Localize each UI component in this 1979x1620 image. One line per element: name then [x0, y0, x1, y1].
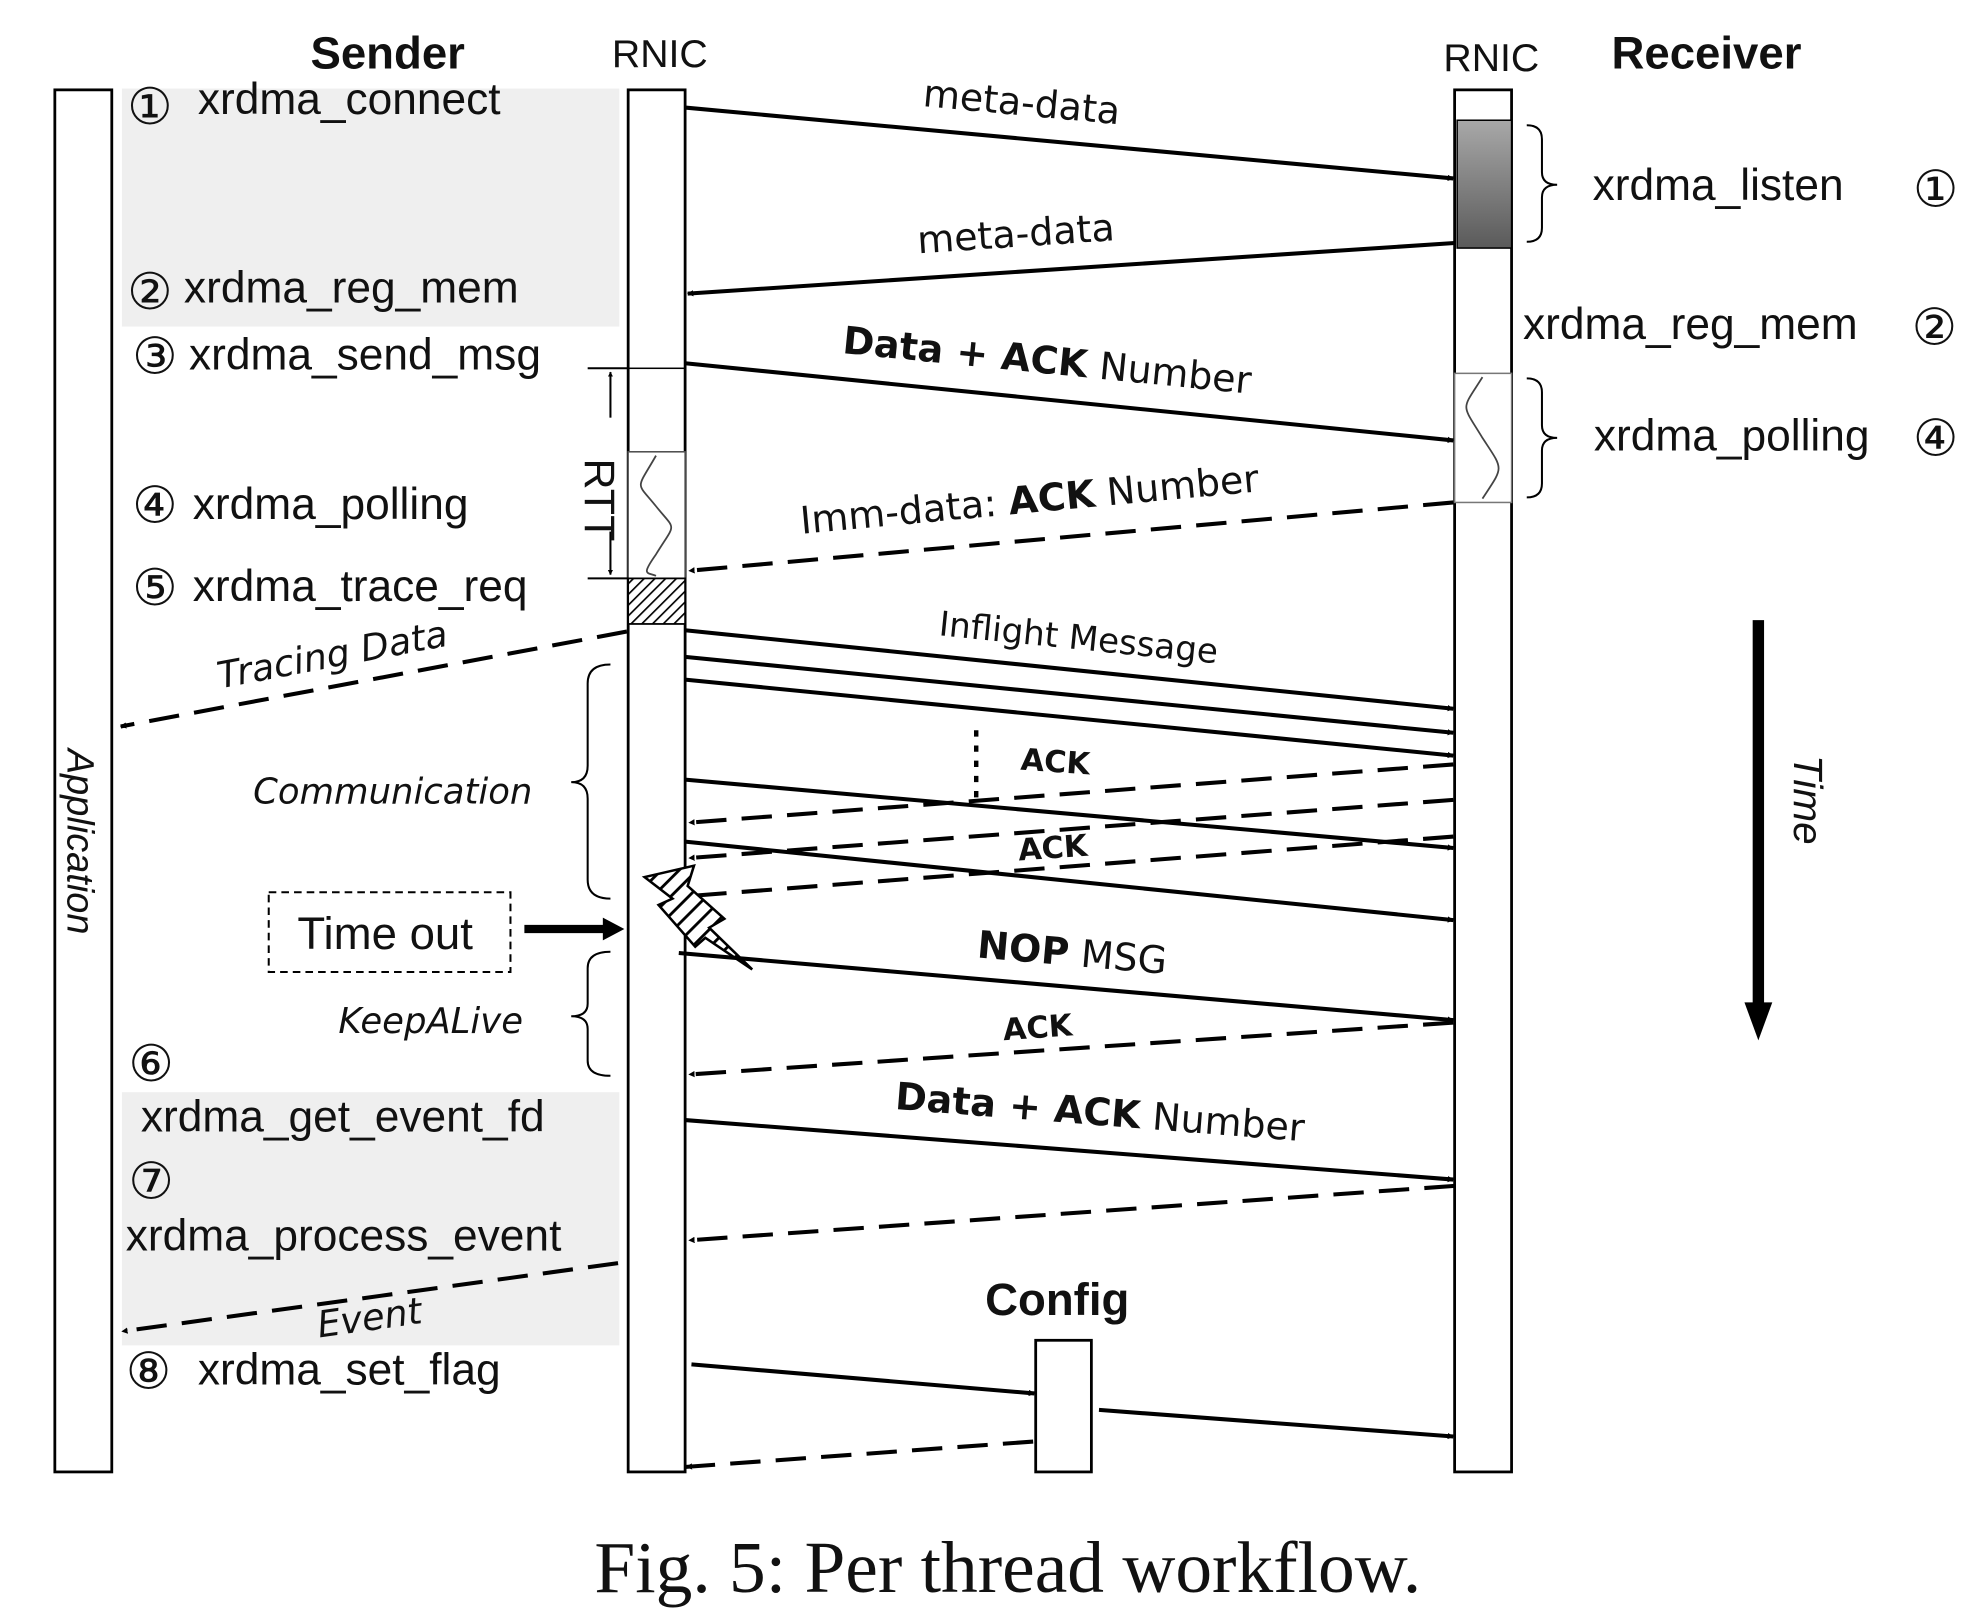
meta-data-label-2: meta-data: [916, 205, 1116, 262]
sender-step-4-num: ④: [132, 476, 177, 535]
receiver-step-2-num: ②: [1912, 297, 1957, 356]
event-shade: [121, 1092, 620, 1346]
communication-brace: [571, 663, 611, 900]
listen-brace: [1526, 124, 1558, 243]
imm-data-arrow: [688, 500, 1454, 574]
inflight-arrow-2: [684, 654, 1454, 736]
config-box: [1034, 1338, 1093, 1474]
receiver-step-2-name: xrdma_reg_mem: [1523, 300, 1858, 349]
sender-step-6-num: ⑥: [128, 1034, 173, 1093]
sender-step-7-num: ⑦: [128, 1152, 173, 1211]
sender-polling-wave: [639, 455, 673, 577]
comm-ack-arrow-2: [688, 797, 1454, 861]
keepalive-label: KeepALive: [338, 1001, 523, 1042]
meta-data-arrow-1: [684, 105, 1454, 182]
trace-req-box: [627, 577, 687, 625]
receiver-step-1-num: ①: [1913, 159, 1958, 218]
sender-step-6-name: xrdma_get_event_fd: [141, 1092, 545, 1141]
inflight-arrow-1: [684, 628, 1454, 712]
imm-data-label-rest: Number: [1093, 456, 1261, 515]
sender-step-1-num: ①: [127, 77, 172, 136]
config-arrow-1: [691, 1362, 1036, 1397]
meta-data-arrow-2: [687, 240, 1455, 297]
data-ack-arrow-2: [684, 1118, 1454, 1183]
rtt-label: RTT: [575, 459, 623, 542]
nop-label: NOP MSG: [976, 923, 1169, 983]
time-arrow-head: [1744, 1002, 1773, 1041]
tracing-data-label: Tracing Data: [214, 612, 451, 697]
polling-brace: [1526, 377, 1558, 499]
sender-step-3-name: xrdma_send_msg: [189, 331, 541, 380]
rnic-left-label: RNIC: [612, 32, 708, 76]
receiver-polling-box: [1453, 372, 1513, 504]
ack-label-3: ACK: [1002, 1008, 1075, 1048]
nop-label-rest: MSG: [1067, 931, 1169, 983]
sender-step-7-name: xrdma_process_event: [126, 1211, 562, 1260]
comm-ack-arrow-1: [688, 762, 1454, 826]
application-label: Application: [58, 747, 100, 935]
application-lifeline: [53, 88, 114, 1474]
timeout-box: [267, 891, 512, 974]
sender-step-2-name: xrdma_reg_mem: [184, 263, 519, 312]
meta-data-label-1: meta-data: [921, 71, 1122, 133]
sender-step-5-name: xrdma_trace_req: [193, 562, 528, 611]
sender-step-3-num: ③: [132, 326, 177, 385]
receiver-step-1-name: xrdma_listen: [1593, 161, 1844, 210]
sender-step-1-name: xrdma_connect: [198, 75, 501, 124]
config-arrow-2: [1098, 1407, 1454, 1440]
sender-polling-box: [627, 451, 686, 580]
imm-data-label-pre: Imm-data:: [798, 480, 1010, 543]
failure-bolt-icon: [641, 863, 754, 971]
sender-step-8-name: xrdma_set_flag: [198, 1346, 501, 1395]
receiver-step-4-num: ④: [1913, 409, 1958, 468]
sender-step-4-name: xrdma_polling: [193, 480, 469, 529]
config-label: Config: [985, 1274, 1129, 1325]
keepalive-ack-arrow: [688, 1020, 1454, 1078]
time-label: Time: [1785, 755, 1831, 845]
tracing-data-arrow: [120, 629, 628, 729]
listen-box: [1456, 119, 1513, 249]
ack-label-1: ACK: [1020, 743, 1093, 783]
inflight-arrow-3: [684, 677, 1454, 759]
comm-send-arrow-1: [684, 777, 1454, 851]
receiver-polling-wave: [1465, 376, 1500, 500]
data-ack-label-1-rest: Number: [1085, 343, 1253, 403]
comm-ack-arrow-3: [688, 834, 1454, 899]
sender-rnic-lifeline: [626, 88, 687, 1474]
connect-shade: [121, 88, 620, 327]
timeout-label: Time out: [297, 908, 473, 959]
comm-send-arrow-2: [684, 839, 1454, 923]
data-ack-label-2-rest: Number: [1139, 1093, 1307, 1150]
nop-label-bold: NOP: [976, 923, 1071, 975]
receiver-step-4-name: xrdma_polling: [1594, 412, 1870, 461]
sender-step-5-num: ⑤: [132, 558, 177, 617]
receiver-rnic-lifeline: [1453, 88, 1513, 1474]
sender-header: Sender: [310, 27, 465, 78]
data-ack-return-arrow: [688, 1183, 1455, 1244]
figure-caption: Fig. 5: Per thread workflow.: [594, 1527, 1421, 1608]
data-ack-label-1: Data + ACK Number: [841, 318, 1254, 403]
sender-step-8-num: ⑧: [126, 1341, 171, 1400]
imm-data-label-bold: ACK: [1006, 472, 1098, 524]
communication-label: Communication: [253, 772, 532, 813]
timeout-arrow-head: [602, 917, 625, 941]
event-arrow: [121, 1261, 619, 1334]
receiver-header: Receiver: [1612, 27, 1802, 78]
sender-step-2-num: ②: [127, 262, 172, 321]
data-ack-label-2-bold: Data + ACK: [894, 1074, 1144, 1137]
rnic-right-label: RNIC: [1443, 36, 1539, 80]
keepalive-brace: [571, 950, 611, 1077]
data-ack-arrow-1: [684, 361, 1454, 444]
data-ack-label-1-bold: Data + ACK: [841, 318, 1091, 386]
config-ack-arrow: [685, 1439, 1034, 1470]
nop-arrow: [678, 950, 1454, 1023]
data-ack-label-2: Data + ACK Number: [894, 1074, 1307, 1150]
ack-label-2: ACK: [1017, 829, 1090, 869]
imm-data-label: Imm-data: ACK Number: [798, 456, 1261, 542]
